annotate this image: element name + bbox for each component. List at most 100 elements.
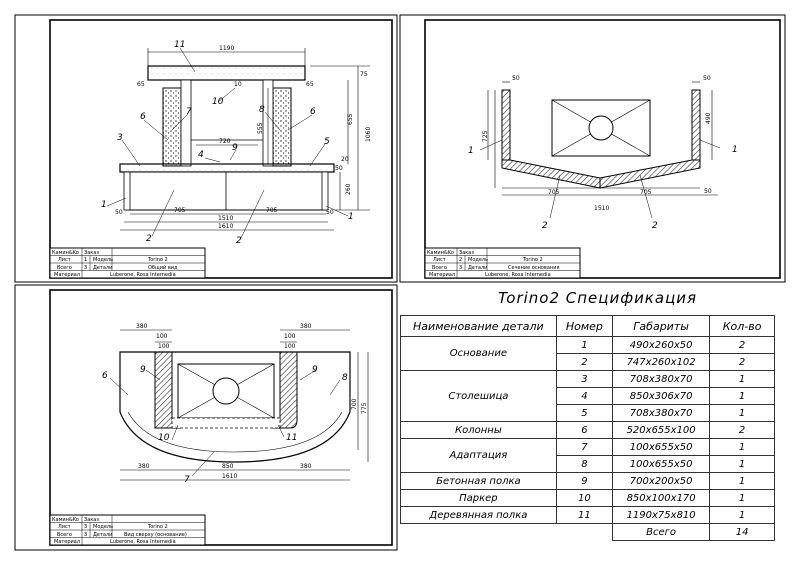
svg-text:6: 6 [102,371,108,381]
part-qty: 1 [709,404,775,422]
fv-dim: 1610 [218,223,233,230]
part-name: Колонны [400,421,557,439]
spec-title: Torino2 Спецификация [497,289,698,307]
part-qty: 1 [709,387,775,405]
fv-dim: 1190 [219,45,234,52]
part-name: Бетонная полка [400,472,557,490]
part-number: 2 [555,353,614,371]
fv-label: 2 [146,234,152,244]
part-size: 747x260x102 [611,353,711,371]
sheet2-outer [399,14,786,283]
total-value: 14 [709,523,775,541]
fv-label: 3 [117,133,123,143]
base-section-view: 50 50 725 490 705 705 1510 50 1 1 2 2 [468,75,738,231]
fv-label: 1 [348,212,354,222]
svg-text:Luberone, Rosa Internedia: Luberone, Rosa Internedia [485,272,551,278]
spec-header-qty: Кол-во [709,315,775,337]
part-qty: 1 [709,472,775,490]
spec-header-number: Номер [555,315,614,337]
fv-dim: 1060 [365,127,372,142]
svg-text:11: 11 [286,433,297,443]
part-qty: 1 [709,455,775,473]
svg-text:Заказ: Заказ [459,250,474,256]
part-number: 7 [555,438,614,456]
fv-dim: 65 [137,81,145,88]
svg-text:Всего: Всего [432,265,447,271]
part-size: 850x306x70 [611,387,711,405]
spec-table: Наименование детали Номер Габариты Кол-в… [400,315,775,541]
title-block-2: Камин&Ko Заказ Лист 2 Модель Torino 2 Вс… [424,247,581,279]
part-name: Столешица [400,370,557,422]
svg-text:1: 1 [468,146,474,156]
part-number: 8 [555,455,614,473]
svg-text:7: 7 [184,475,190,485]
svg-text:100: 100 [284,333,296,340]
svg-text:3: 3 [84,265,87,271]
svg-text:Всего: Всего [57,532,72,538]
svg-text:Luberone, Rosa Internedia: Luberone, Rosa Internedia [110,539,176,545]
part-name: Адаптация [400,438,557,473]
svg-text:Всего: Всего [57,265,72,271]
sheet3-frame [49,289,393,546]
svg-text:380: 380 [136,323,148,330]
fv-label: 4 [198,150,204,160]
svg-text:775: 775 [361,402,368,414]
svg-text:725: 725 [482,130,489,142]
svg-text:Torino 2: Torino 2 [147,524,168,530]
svg-text:Камин&Ko: Камин&Ko [52,517,79,523]
svg-text:50: 50 [512,75,520,82]
spec-header-name: Наименование детали [400,315,557,337]
part-number: 3 [555,370,614,388]
sheet1-outer [14,14,398,283]
part-size: 100x655x50 [611,438,711,456]
svg-text:2: 2 [542,221,548,231]
svg-text:Детали: Детали [93,532,112,538]
part-number: 10 [555,489,614,507]
part-number: 11 [555,506,614,524]
svg-text:490: 490 [705,112,712,124]
fv-label: 6 [140,112,146,122]
fv-label: 9 [232,143,238,153]
svg-text:Вид сверху (основание): Вид сверху (основание) [124,532,187,538]
fv-label: 5 [324,137,330,147]
svg-text:Модель: Модель [468,257,488,263]
fv-dim: 50 [326,209,334,216]
svg-text:380: 380 [138,463,150,470]
svg-text:2: 2 [652,221,658,231]
part-size: 850x100x170 [611,489,711,507]
part-qty: 2 [709,336,775,354]
svg-text:9: 9 [312,365,318,375]
svg-text:100: 100 [156,333,168,340]
part-number: 5 [555,404,614,422]
svg-text:705: 705 [640,189,652,196]
part-number: 6 [555,421,614,439]
svg-text:380: 380 [300,323,312,330]
fv-label: 6 [310,107,316,117]
part-size: 520x655x100 [611,421,711,439]
svg-text:1: 1 [84,257,87,263]
title-block-3: Камин&Ko Заказ Лист 3 Модель Torino 2 Вс… [49,514,206,546]
svg-text:Материал: Материал [54,539,80,545]
svg-text:Камин&Ko: Камин&Ko [427,250,454,256]
front-view: 1190 65 65 75 10 720 555 655 1060 20 50 … [101,40,372,246]
fv-dim: 10 [234,81,242,88]
fv-dim: 50 [115,209,123,216]
part-size: 708x380x70 [611,404,711,422]
wood-shelf [147,65,306,81]
top-view: 380 100 100 380 100 100 700 775 380 850 … [102,323,369,485]
svg-text:10: 10 [158,433,170,443]
part-qty: 1 [709,370,775,388]
total-label: Всего [611,523,711,541]
part-qty: 2 [709,353,775,371]
sheet3-outer [14,284,398,551]
fv-dim: 260 [345,183,352,195]
